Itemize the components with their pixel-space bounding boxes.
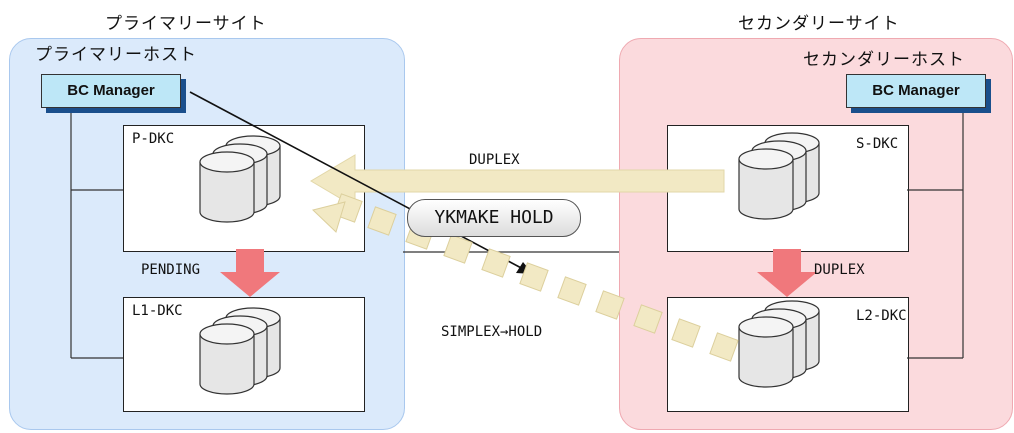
l2-to-p-status: SIMPLEX→HOLD xyxy=(441,324,543,340)
s-to-l2-arrow xyxy=(757,249,817,297)
s-to-p-status: DUPLEX xyxy=(469,152,520,168)
p-dkc-label: P-DKC xyxy=(132,131,175,147)
primary-network-lines xyxy=(70,105,123,359)
command-line xyxy=(189,91,526,271)
secondary-site-label: セカンダリーサイト xyxy=(738,14,900,34)
primary-bc-manager: BC Manager xyxy=(41,74,181,108)
s-dkc-label: S-DKC xyxy=(856,136,899,152)
p-dkc-volumes xyxy=(200,136,280,222)
ykmake-hold-command: YKMAKE HOLD xyxy=(407,199,581,237)
p-to-l1-status: PENDING xyxy=(141,262,201,278)
l1-dkc-label: L1-DKC xyxy=(132,303,183,319)
s-to-l2-status: DUPLEX xyxy=(814,262,865,278)
primary-site-label: プライマリーサイト xyxy=(105,14,267,34)
secondary-network-lines xyxy=(907,108,964,359)
secondary-bc-manager: BC Manager xyxy=(846,74,986,108)
p-to-l1-arrow xyxy=(220,249,280,297)
primary-host-label: プライマリーホスト xyxy=(35,45,197,65)
s-dkc-volumes xyxy=(739,133,819,219)
l2-dkc-volumes xyxy=(739,301,819,387)
secondary-host-label: セカンダリーホスト xyxy=(803,50,965,70)
l1-dkc-volumes xyxy=(200,308,280,394)
duplex-copy-arrow xyxy=(310,154,725,208)
l2-dkc-label: L2-DKC xyxy=(856,308,907,324)
